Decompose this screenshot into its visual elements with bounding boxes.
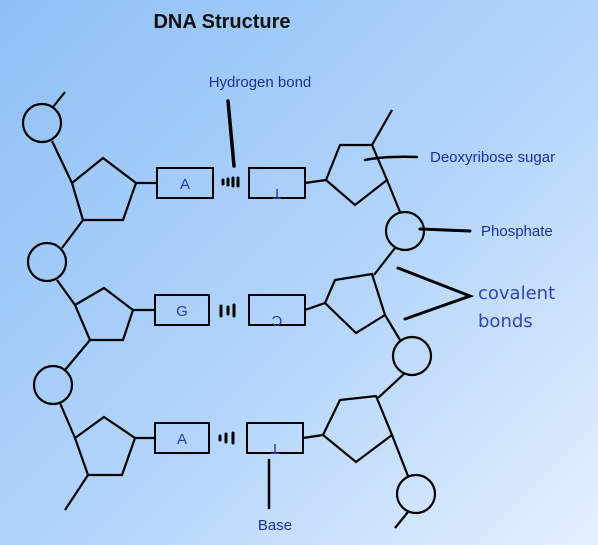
base-letter-left: A: [180, 176, 190, 193]
phosphate-circle: [391, 335, 433, 377]
covalent-bond-line: [51, 140, 73, 184]
pointer-covalent-bonds: [396, 266, 475, 321]
label-covalent-line1: covalent: [478, 283, 555, 304]
phosphate-circle: [384, 210, 426, 252]
base-letter-left: A: [177, 431, 187, 448]
sugar-base-line: [304, 178, 327, 185]
covalent-bond-line: [61, 219, 84, 249]
sugar-base-line: [304, 301, 326, 312]
covalent-bond-line: [56, 279, 76, 306]
hydrogen-bond-marks: [218, 431, 235, 445]
covalent-bond-line: [385, 179, 402, 213]
covalent-bond-line: [64, 339, 91, 371]
phosphate-circle: [395, 473, 437, 515]
label-deoxyribose-sugar: Deoxyribose sugar: [430, 149, 555, 166]
label-base: Base: [258, 517, 292, 534]
label-phosphate: Phosphate: [481, 223, 553, 240]
deoxyribose-sugar-pentagon: [324, 143, 389, 207]
base-pair-3: A T: [154, 422, 304, 457]
base-letter-right: C: [271, 312, 282, 329]
sugar-base-line: [302, 433, 324, 440]
hydrogen-bond-marks: [221, 176, 240, 188]
covalent-bond-line: [384, 314, 401, 341]
strand-end-line: [394, 511, 409, 529]
base-pair-1: A T: [156, 167, 306, 202]
diagram-title: DNA Structure: [153, 11, 290, 33]
base-letter-right: T: [270, 440, 279, 457]
covalent-bond-line: [373, 247, 396, 276]
phosphate-circle: [32, 364, 74, 406]
deoxyribose-sugar-pentagon: [73, 415, 137, 477]
pointer-deoxyribose-sugar: [363, 155, 419, 162]
deoxyribose-sugar-pentagon: [73, 286, 135, 342]
covalent-bond-line: [58, 402, 77, 439]
base-box: [154, 294, 210, 326]
pointer-phosphate: [418, 227, 472, 233]
right-strand: [302, 109, 437, 529]
label-hydrogen-bond: Hydrogen bond: [209, 74, 312, 91]
base-box: [154, 422, 210, 454]
strand-end-line: [64, 474, 89, 511]
phosphate-circle: [21, 102, 63, 144]
label-covalent-line2: bonds: [478, 311, 533, 332]
deoxyribose-sugar-pentagon: [323, 272, 387, 335]
base-letter-left: G: [176, 303, 188, 320]
strand-end-line: [52, 91, 66, 108]
base-box: [156, 167, 214, 199]
phosphate-circle: [26, 241, 68, 283]
left-strand: [21, 91, 157, 511]
pointer-hydrogen-bond: [226, 99, 236, 168]
base-letter-right: T: [272, 185, 281, 202]
deoxyribose-sugar-pentagon: [70, 156, 138, 222]
deoxyribose-sugar-pentagon: [321, 394, 394, 464]
covalent-bond-line: [377, 372, 406, 399]
hydrogen-bond-marks: [219, 303, 236, 318]
strand-end-line: [371, 109, 393, 146]
covalent-bond-line: [390, 434, 410, 477]
base-pair-2: G C: [154, 294, 306, 329]
